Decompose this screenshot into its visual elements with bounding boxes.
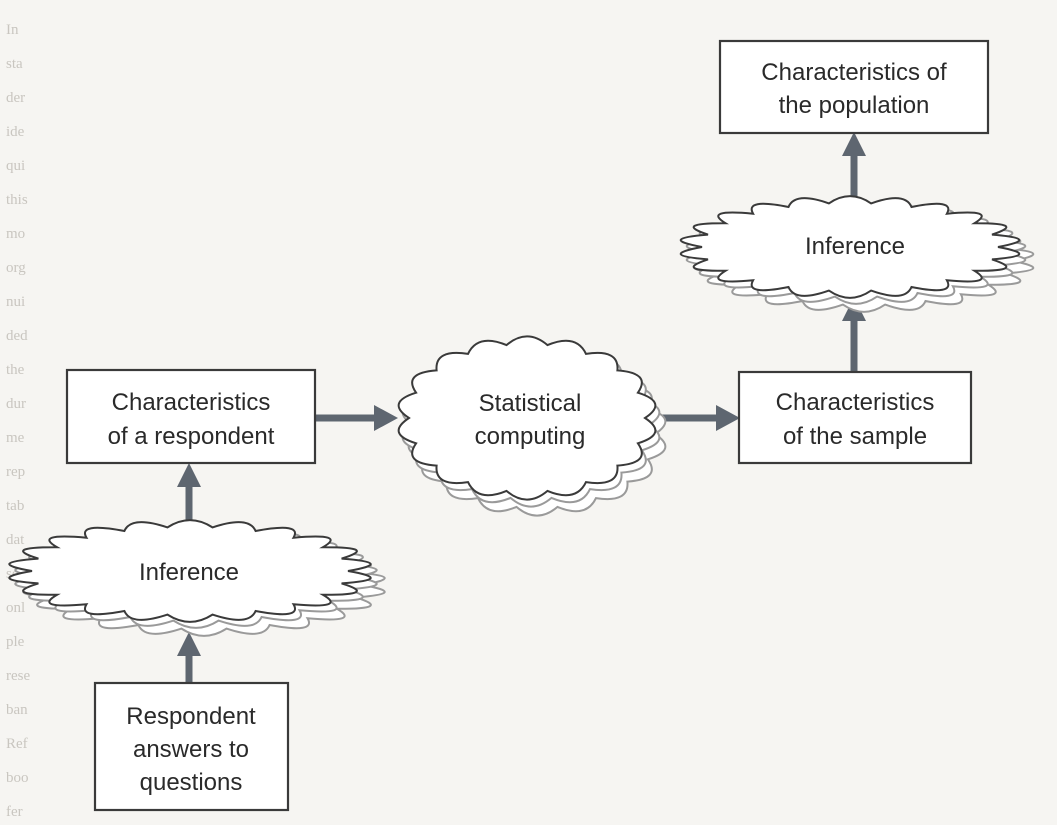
bleed-text-line: this	[6, 192, 28, 208]
bleed-text-line: rep	[6, 464, 26, 480]
bleed-text-line: fer	[6, 804, 23, 820]
bleed-text-line: the	[6, 362, 25, 378]
inference-cloud-lower	[8, 519, 386, 637]
computing-label-line: Statistical	[479, 390, 582, 417]
arrow-respondent-to-computing	[316, 405, 398, 431]
node-line: Respondent	[126, 703, 256, 730]
bleed-text-line: boo	[6, 770, 29, 786]
inference-cloud-upper	[679, 195, 1035, 313]
node-line: of the sample	[783, 423, 927, 450]
bleed-text-line: mo	[6, 226, 26, 242]
arrow-computing-to-sample	[662, 405, 740, 431]
node-line: Characteristics of	[761, 59, 947, 86]
bleed-text-line: Ref	[6, 736, 28, 752]
bleed-text-line: ded	[6, 328, 28, 344]
bleed-text-line: qui	[6, 158, 26, 174]
bleed-text-line: In	[6, 22, 19, 38]
bleed-text-line: dur	[6, 396, 26, 412]
bleed-text-line: sta	[6, 56, 23, 72]
bleed-text-line: dat	[6, 532, 25, 548]
inference-label-upper: Inference	[805, 233, 905, 260]
computing-label-line: computing	[475, 423, 586, 450]
statistical-computing-cloud	[397, 335, 667, 517]
node-line: answers to	[133, 736, 249, 763]
arrow-inference-to-population	[842, 132, 866, 201]
bleed-text-line: me	[6, 430, 25, 446]
arrow-answers-to-inference	[177, 632, 201, 683]
bleed-text-line: org	[6, 260, 26, 276]
bleed-text-line: rese	[6, 668, 31, 684]
inference-label-lower: Inference	[139, 559, 239, 586]
bleed-through-text: In sta der ide qui this mo org nui ded the dur me rep…	[0, 0, 34, 825]
node-line: questions	[140, 769, 243, 796]
node-line: the population	[779, 92, 930, 119]
arrow-inference-to-respondent	[177, 463, 201, 522]
bleed-text-line: ban	[6, 702, 28, 718]
node-line: Characteristics	[112, 389, 271, 416]
node-characteristics-sample: Characteristics of the sample	[737, 370, 973, 465]
bleed-text-line: nui	[6, 294, 26, 310]
node-characteristics-population: Characteristics of the population	[718, 39, 990, 135]
cloud-outline	[679, 195, 1021, 299]
bleed-text-line: der	[6, 90, 26, 106]
bleed-text-line: ide	[6, 124, 25, 140]
cloud-outline	[8, 519, 372, 623]
node-respondent-answers: Respondent answers to questions	[93, 681, 290, 812]
node-line: Characteristics	[776, 389, 935, 416]
node-characteristics-respondent: Characteristics of a respondent	[65, 368, 317, 465]
node-line: of a respondent	[108, 423, 275, 450]
bleed-text-line: tab	[6, 498, 25, 514]
cloud-outline	[397, 335, 657, 501]
bleed-text-line: ple	[6, 634, 25, 650]
bleed-text-line: onl	[6, 600, 26, 616]
